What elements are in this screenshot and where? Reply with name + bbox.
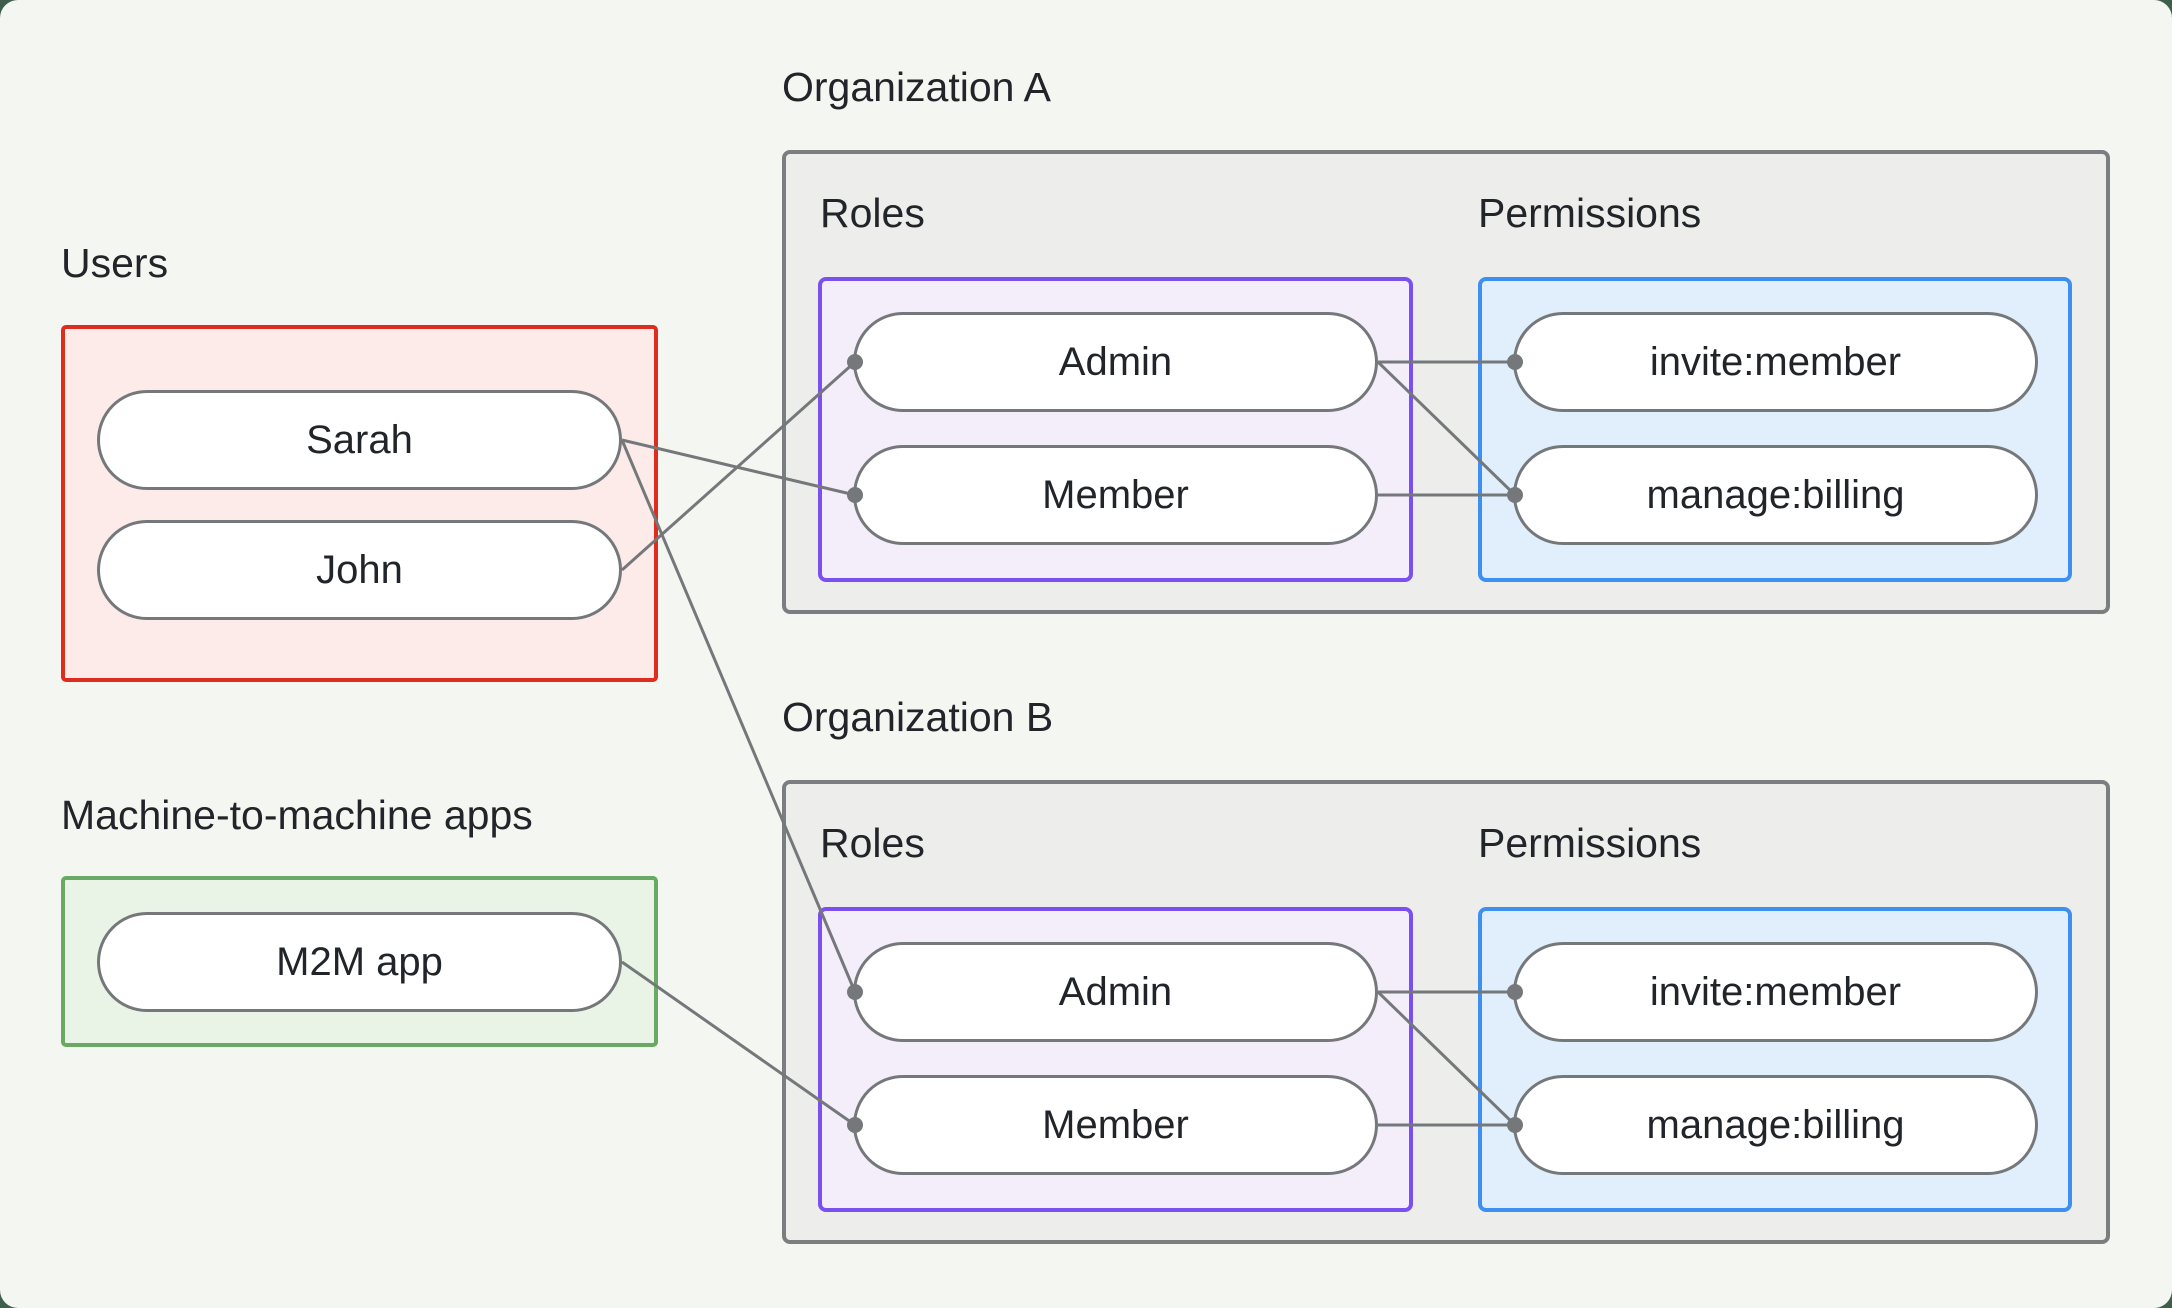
permission-node-label: manage:billing [1646, 1102, 1905, 1147]
user-node-sarah: Sarah [97, 390, 622, 490]
role-node-label: Admin [1058, 339, 1173, 384]
m2m-app-node-label: M2M app [276, 939, 443, 984]
org-a-permission-invite-member: invite:member [1513, 312, 2038, 412]
org-a-role-admin: Admin [853, 312, 1378, 412]
users-group-label: Users [61, 240, 169, 286]
m2m-app-node: M2M app [97, 912, 622, 1012]
org-b-permission-invite-member: invite:member [1513, 942, 2038, 1042]
org-b-title: Organization B [782, 694, 1054, 740]
role-node-label: Admin [1058, 969, 1173, 1014]
org-a-role-member: Member [853, 445, 1378, 545]
org-b-permissions-label: Permissions [1478, 820, 1702, 866]
permission-node-label: invite:member [1649, 339, 1902, 384]
user-node-label: Sarah [306, 417, 413, 462]
users-group-box [61, 325, 658, 682]
org-b-role-admin: Admin [853, 942, 1378, 1042]
permission-node-label: manage:billing [1646, 472, 1905, 517]
role-node-label: Member [1042, 472, 1189, 517]
org-a-permissions-label: Permissions [1478, 190, 1702, 236]
org-a-roles-label: Roles [820, 190, 925, 236]
m2m-group-label: Machine-to-machine apps [61, 792, 533, 838]
user-node-john: John [97, 520, 622, 620]
org-b-roles-label: Roles [820, 820, 925, 866]
role-node-label: Member [1042, 1102, 1189, 1147]
org-a-permission-manage-billing: manage:billing [1513, 445, 2038, 545]
org-a-title: Organization A [782, 64, 1051, 110]
permission-node-label: invite:member [1649, 969, 1902, 1014]
user-node-label: John [316, 547, 403, 592]
org-b-role-member: Member [853, 1075, 1378, 1175]
org-b-permission-manage-billing: manage:billing [1513, 1075, 2038, 1175]
